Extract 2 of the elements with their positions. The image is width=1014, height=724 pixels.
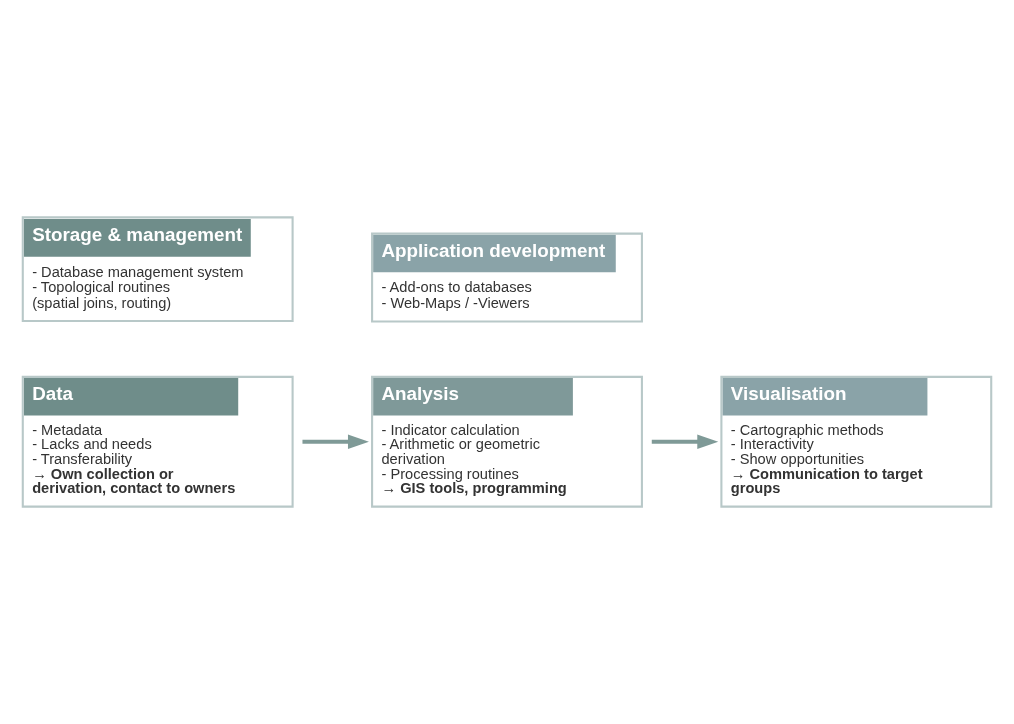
arrow [651, 434, 719, 450]
arrow [302, 434, 369, 450]
